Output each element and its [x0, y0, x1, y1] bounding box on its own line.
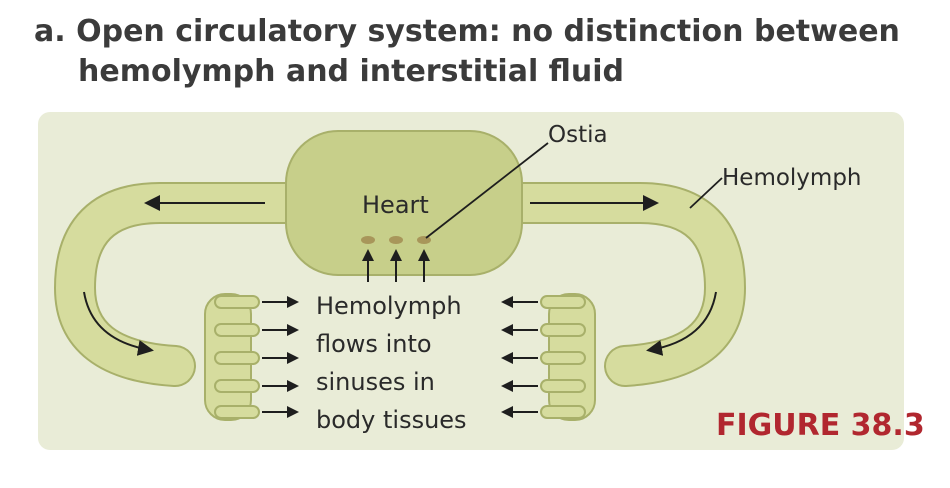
vessel-loop [54, 182, 746, 387]
figure-title: a. Open circulatory system: no distincti… [34, 12, 900, 92]
right-sinus-branches [540, 293, 596, 421]
ostia-inflow-arrows [362, 249, 430, 282]
flow-text-line-4: body tissues [316, 406, 467, 434]
heart-label: Heart [362, 191, 429, 219]
flow-text-line-1: Hemolymph [316, 292, 462, 320]
vessel-flow-arrows [83, 195, 717, 356]
left-sinus-arrows [262, 296, 299, 418]
title-line-1: a. Open circulatory system: no distincti… [34, 14, 900, 49]
hemolymph-leader-line [689, 177, 723, 209]
heart-chamber [285, 130, 523, 276]
ostia-openings [361, 236, 431, 244]
ostia-leader-line [425, 142, 549, 239]
flow-text-line-2: flows into [316, 330, 432, 358]
right-sinus-arrows [501, 296, 538, 418]
left-sinus-branches [204, 293, 260, 421]
flow-text-line-3: sinuses in [316, 368, 435, 396]
ostia-label: Ostia [548, 122, 608, 148]
figure-number-label: FIGURE 38.3 [716, 408, 925, 443]
title-line-2: hemolymph and interstitial fluid [78, 54, 625, 89]
hemolymph-label: Hemolymph [722, 165, 862, 191]
